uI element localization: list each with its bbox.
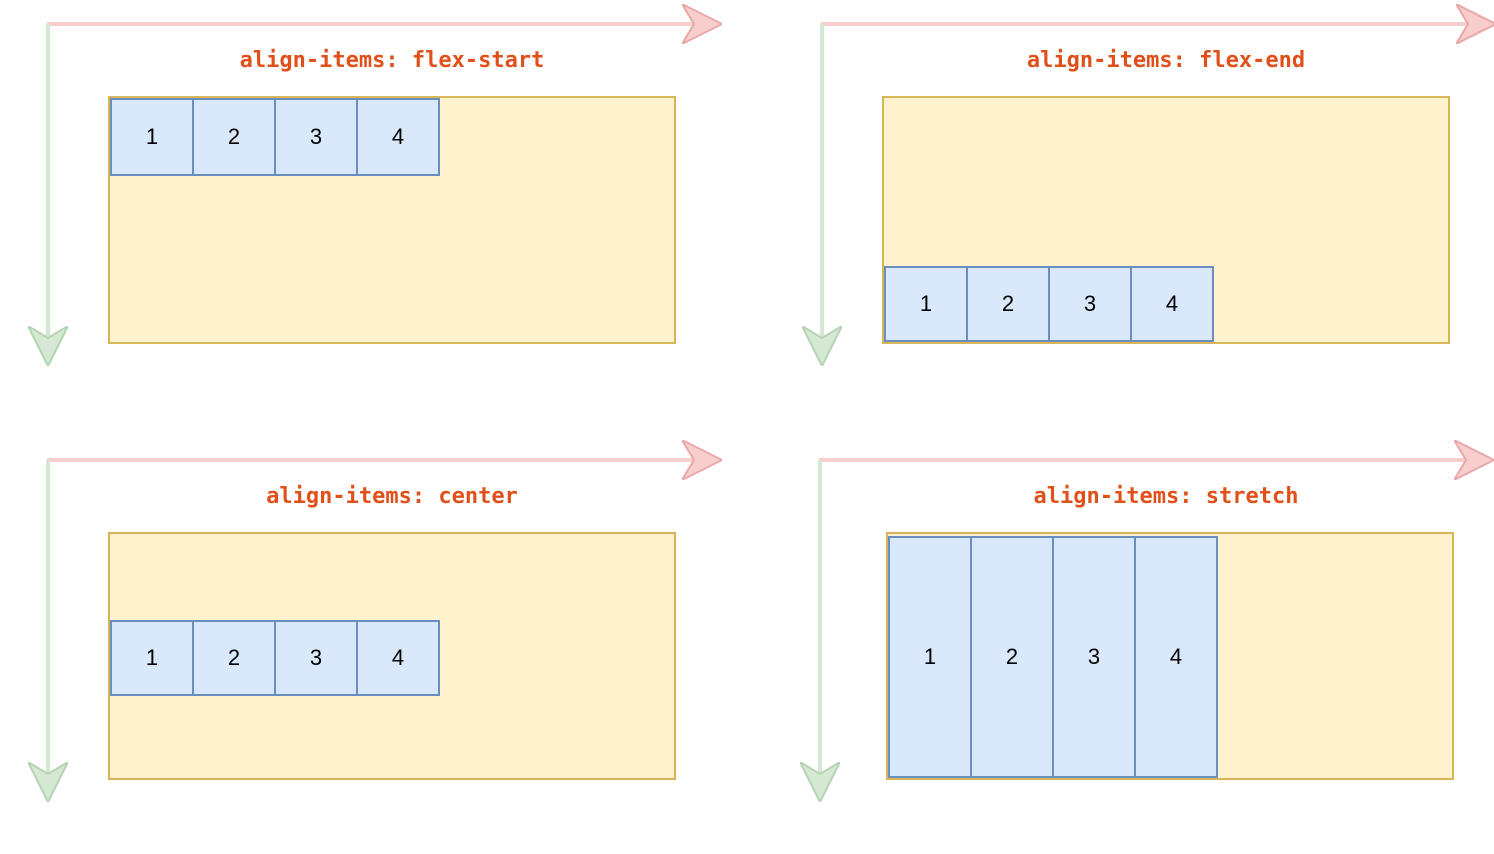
flex-item-4: 4 bbox=[356, 620, 440, 696]
flex-item-2: 2 bbox=[192, 620, 276, 696]
flex-item-1: 1 bbox=[884, 266, 968, 342]
flex-container-flex-end: 1 2 3 4 bbox=[882, 96, 1450, 344]
flex-item-1: 1 bbox=[110, 98, 194, 176]
panel-title-stretch: align-items: stretch bbox=[1033, 484, 1299, 509]
flex-item-3: 3 bbox=[274, 620, 358, 696]
flex-item-3: 3 bbox=[1052, 536, 1136, 778]
flex-item-2: 2 bbox=[970, 536, 1054, 778]
flex-item-4: 4 bbox=[1130, 266, 1214, 342]
flex-item-2: 2 bbox=[966, 266, 1050, 342]
flex-container-stretch: 1 2 3 4 bbox=[886, 532, 1454, 780]
flex-container-center: 1 2 3 4 bbox=[108, 532, 676, 780]
flex-item-4: 4 bbox=[356, 98, 440, 176]
panel-title-flex-start: align-items: flex-start bbox=[239, 48, 545, 73]
flex-item-3: 3 bbox=[1048, 266, 1132, 342]
flex-item-1: 1 bbox=[888, 536, 972, 778]
panel-title-center: align-items: center bbox=[266, 484, 518, 509]
panel-title-flex-end: align-items: flex-end bbox=[1026, 48, 1306, 73]
flex-item-4: 4 bbox=[1134, 536, 1218, 778]
flex-container-flex-start: 1 2 3 4 bbox=[108, 96, 676, 344]
flex-item-3: 3 bbox=[274, 98, 358, 176]
flex-item-1: 1 bbox=[110, 620, 194, 696]
flex-item-2: 2 bbox=[192, 98, 276, 176]
